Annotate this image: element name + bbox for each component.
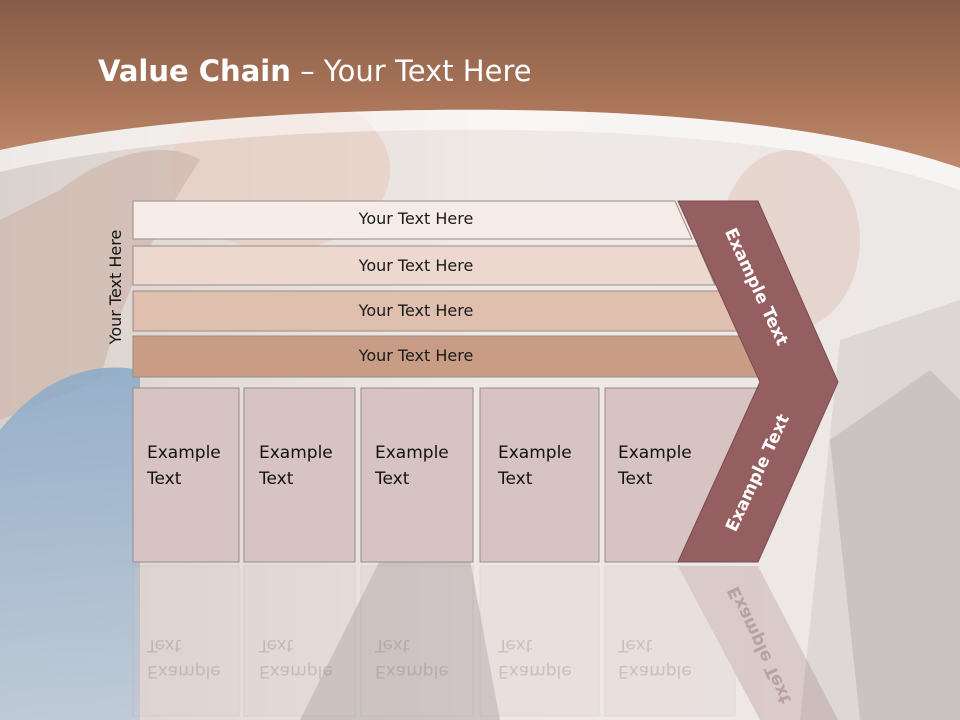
box-2-shape [243,387,356,563]
bar-2-label: Your Text Here [358,256,474,275]
box-3-reflection-line2: Text [375,635,410,655]
box-1-reflection-line2: Text [147,635,182,655]
box-1-reflection: Example Text [147,632,221,684]
box-5-line2: Text [618,469,653,489]
box-5-line1: Example [618,443,692,463]
box-3-line2: Text [375,469,410,489]
box-3-reflection-line1: Example [375,661,449,681]
box-1-shape [132,387,240,563]
box-4-line2: Text [498,469,533,489]
box-2-line2: Text [259,469,294,489]
box-5-reflection: Example Text [618,632,692,684]
box-4-reflection-line1: Example [498,661,572,681]
bar-3-label: Your Text Here [358,301,474,320]
title-bold: Value Chain [98,54,291,88]
box-4-reflection-line2: Text [498,635,533,655]
bar-1-shape [132,200,693,240]
box-4-line1: Example [498,443,572,463]
box-3-shape [360,387,474,563]
box-5-reflection-line1: Example [618,661,692,681]
title-rest: – Your Text Here [290,54,532,88]
box-3-reflection: Example Text [375,632,449,684]
box-4-reflection: Example Text [498,632,572,684]
slide-title: Value Chain – Your Text Here [98,54,532,88]
reflection-group [132,565,838,720]
box-1-label: Example Text [147,440,221,492]
bar-2-shape [132,245,716,286]
bar-1-label: Your Text Here [358,209,474,228]
box-5-label: Example Text [618,440,692,492]
box-3-line1: Example [375,443,449,463]
box-3-label: Example Text [375,440,449,492]
box-2-reflection-line1: Example [259,661,333,681]
box-4-label: Example Text [498,440,572,492]
box-5-reflection-line2: Text [618,635,653,655]
box-2-reflection: Example Text [259,632,333,684]
chevron-shape [677,200,839,563]
box-2-line1: Example [259,443,333,463]
box-2-reflection-line2: Text [259,635,294,655]
box-1-line2: Text [147,469,182,489]
box-1-reflection-line1: Example [147,661,221,681]
box-2-label: Example Text [259,440,333,492]
box-1-line1: Example [147,443,221,463]
bar-4-label: Your Text Here [358,346,474,365]
box-4-shape [479,387,600,563]
